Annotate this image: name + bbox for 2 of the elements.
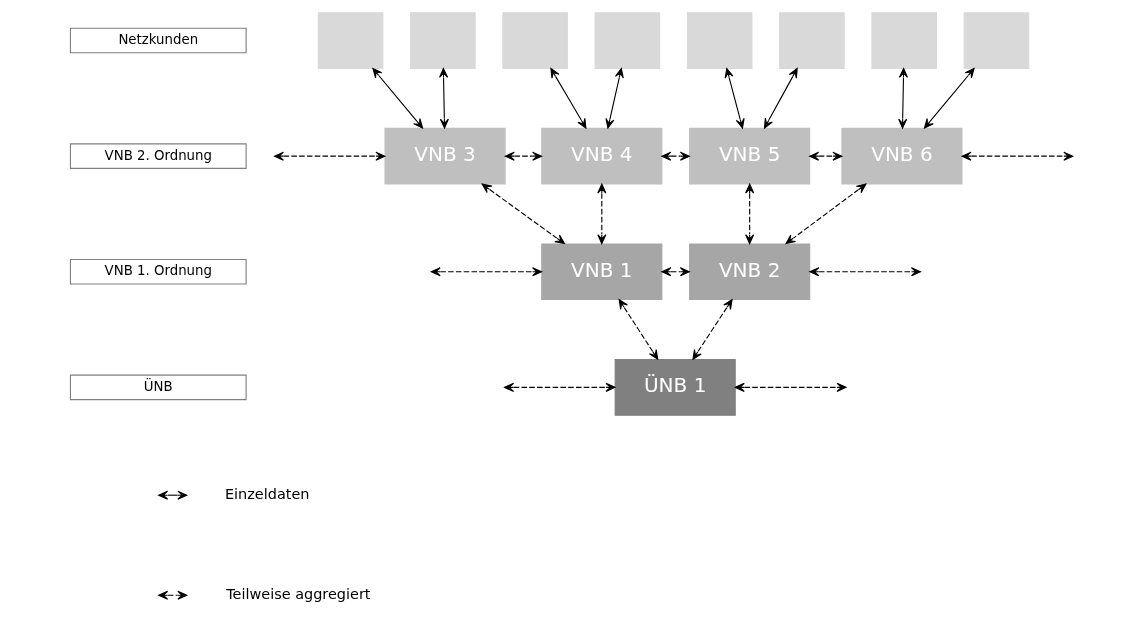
legend-label: Einzeldaten bbox=[224, 485, 309, 502]
legend-label: Teilweise aggregiert bbox=[225, 586, 370, 603]
